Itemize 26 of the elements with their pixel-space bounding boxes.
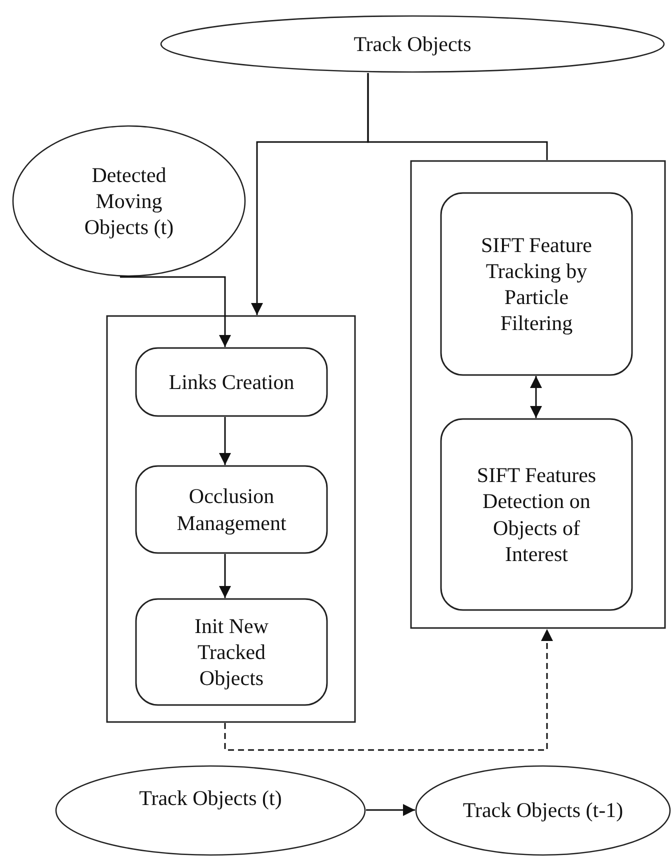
node-label: Init New Tracked Objects: [193, 612, 270, 692]
node-label: Links Creation: [168, 368, 294, 396]
process-box: [135, 465, 328, 554]
connector-arrow: [219, 554, 231, 598]
container-box: [410, 160, 666, 629]
ellipse-node: [160, 15, 665, 73]
node-label: Track Objects (t): [139, 784, 282, 812]
node-label: Detected Moving Objects (t): [83, 162, 175, 240]
connector-arrow: [366, 804, 415, 816]
connector-arrow: [530, 376, 542, 418]
node-label: Occlusion Management: [176, 483, 288, 536]
node-label: SIFT Feature Tracking by Particle Filtering: [480, 232, 593, 336]
process-box: [135, 347, 328, 417]
ellipse-node: [12, 125, 246, 277]
node-label: SIFT Features Detection on Objects of Interest: [476, 462, 598, 567]
ellipse-node: [55, 765, 366, 856]
process-box: [440, 418, 633, 611]
node-label: Track Objects: [354, 30, 472, 58]
connector-arrow: [219, 417, 231, 465]
ellipse-node: [415, 765, 671, 856]
connector-arrow: [224, 629, 553, 751]
connector-arrow: [120, 276, 231, 347]
process-box: [135, 598, 328, 706]
process-box: [440, 192, 633, 376]
container-box: [106, 315, 356, 723]
node-label: Track Objects (t-1): [462, 797, 624, 824]
